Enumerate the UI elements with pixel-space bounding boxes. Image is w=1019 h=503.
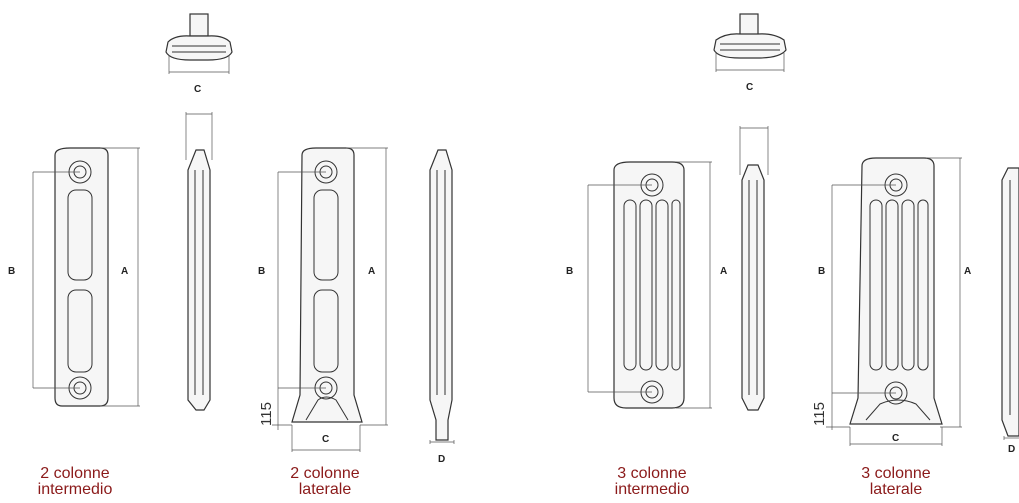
caption-line2: laterale (869, 481, 923, 498)
dim-c-label: C (322, 434, 329, 445)
dim-b-label: B (258, 266, 265, 277)
caption-line2: laterale (298, 481, 352, 498)
dim-a-label: A (368, 266, 375, 277)
dim-c-label: C (892, 433, 899, 444)
dim-b-label: B (818, 266, 825, 277)
dim-d-label: D (438, 454, 445, 465)
dim-a-label: A (720, 266, 727, 277)
caption-3-colonne-laterale: 3 colonne laterale (831, 466, 961, 498)
radiator-3-colonne-intermedio-front: B A (566, 161, 727, 409)
radiator-3-colonne-intermedio-side (739, 126, 769, 411)
caption-line1: 3 colonne (861, 465, 931, 482)
caption-2-colonne-laterale: 2 colonne laterale (260, 466, 390, 498)
radiator-3-colonne-laterale-side: D (1001, 167, 1019, 455)
caption-line1: 2 colonne (290, 465, 360, 482)
radiator-2-colonne-intermedio-side (185, 112, 213, 411)
top-view-3-colonne: C (713, 13, 787, 93)
caption-3-colonne-intermedio: 3 colonne intermedio (587, 466, 717, 498)
dim-b-label: B (8, 266, 15, 277)
dim-c-label: C (746, 82, 753, 93)
dim-c-label: C (194, 84, 201, 95)
caption-line2: intermedio (614, 481, 690, 498)
radiator-2-colonne-laterale-side: D (429, 149, 455, 465)
dim-b-label: B (566, 266, 573, 277)
top-view-2-colonne: C (165, 13, 233, 95)
caption-line1: 2 colonne (40, 465, 110, 482)
radiator-2-colonne-laterale-front: B A C 115 (258, 147, 388, 452)
dim-a-label: A (964, 266, 971, 277)
radiator-2-colonne-intermedio-front: B A (8, 147, 140, 407)
caption-2-colonne-intermedio: 2 colonne intermedio (10, 466, 140, 498)
dim-115-label: 115 (811, 402, 828, 426)
dim-115-label: 115 (258, 402, 275, 426)
caption-line2: intermedio (37, 481, 113, 498)
caption-line1: 3 colonne (617, 465, 687, 482)
dim-d-label: D (1008, 444, 1015, 455)
radiator-3-colonne-laterale-front: B A C 115 (811, 157, 971, 446)
dim-a-label: A (121, 266, 128, 277)
